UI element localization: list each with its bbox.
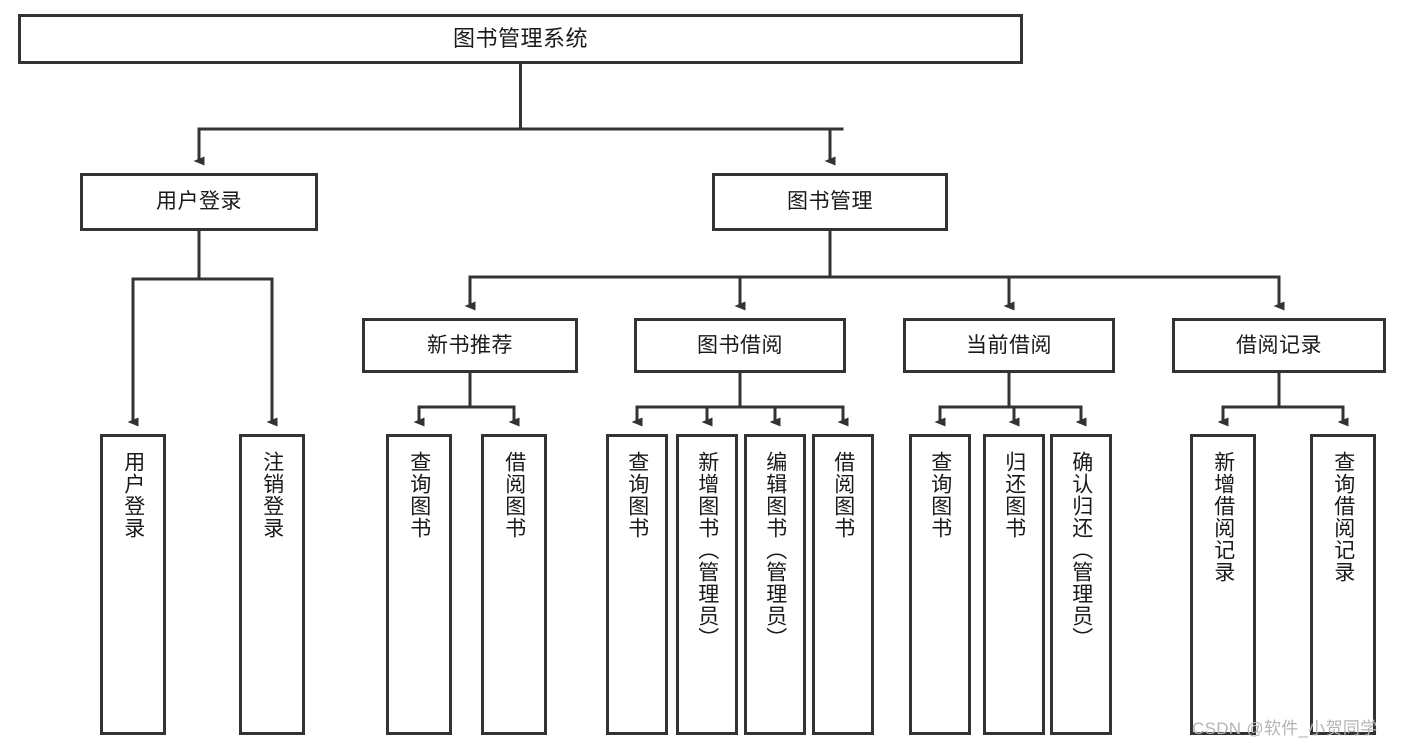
node-leaf-user-login-label: 用户登录 bbox=[121, 451, 145, 539]
node-root-label: 图书管理系统 bbox=[452, 25, 588, 51]
node-leaf-query-book-1-label: 查询图书 bbox=[407, 451, 431, 539]
node-book-borrow[interactable]: 图书借阅 bbox=[634, 318, 846, 373]
node-user-login[interactable]: 用户登录 bbox=[80, 173, 318, 231]
node-leaf-confirm-return[interactable]: 确认归还（管理员） bbox=[1050, 434, 1112, 735]
node-leaf-add-book-label: 新增图书（管理员） bbox=[695, 451, 719, 649]
node-leaf-add-record-label: 新增借阅记录 bbox=[1211, 451, 1235, 583]
node-leaf-add-record[interactable]: 新增借阅记录 bbox=[1190, 434, 1256, 735]
node-borrow-record-label: 借阅记录 bbox=[1236, 333, 1322, 357]
node-leaf-edit-book-label: 编辑图书（管理员） bbox=[763, 451, 787, 649]
node-book-borrow-label: 图书借阅 bbox=[697, 333, 783, 357]
node-leaf-return-book-label: 归还图书 bbox=[1002, 451, 1026, 539]
node-leaf-add-book[interactable]: 新增图书（管理员） bbox=[676, 434, 738, 735]
node-book-manage-label: 图书管理 bbox=[787, 190, 873, 214]
node-current-borrow[interactable]: 当前借阅 bbox=[903, 318, 1115, 373]
node-leaf-query-book-2[interactable]: 查询图书 bbox=[606, 434, 668, 735]
node-leaf-query-book-3-label: 查询图书 bbox=[928, 451, 952, 539]
csdn-watermark: CSDN @软件_小贺同学 bbox=[1192, 719, 1378, 738]
node-new-book-recommend[interactable]: 新书推荐 bbox=[362, 318, 578, 373]
node-book-manage[interactable]: 图书管理 bbox=[712, 173, 948, 231]
node-leaf-query-book-3[interactable]: 查询图书 bbox=[909, 434, 971, 735]
node-new-book-recommend-label: 新书推荐 bbox=[427, 333, 513, 357]
node-leaf-query-book-1[interactable]: 查询图书 bbox=[386, 434, 452, 735]
node-leaf-logout-label: 注销登录 bbox=[260, 451, 284, 539]
node-leaf-user-login[interactable]: 用户登录 bbox=[100, 434, 166, 735]
node-leaf-return-book[interactable]: 归还图书 bbox=[983, 434, 1045, 735]
node-current-borrow-label: 当前借阅 bbox=[966, 333, 1052, 357]
node-root[interactable]: 图书管理系统 bbox=[18, 14, 1023, 64]
node-leaf-borrow-book-2[interactable]: 借阅图书 bbox=[812, 434, 874, 735]
node-leaf-borrow-book-2-label: 借阅图书 bbox=[831, 451, 855, 539]
node-leaf-confirm-return-label: 确认归还（管理员） bbox=[1069, 451, 1093, 649]
node-leaf-query-book-2-label: 查询图书 bbox=[625, 451, 649, 539]
node-leaf-borrow-book-1[interactable]: 借阅图书 bbox=[481, 434, 547, 735]
node-leaf-query-record[interactable]: 查询借阅记录 bbox=[1310, 434, 1376, 735]
node-leaf-borrow-book-1-label: 借阅图书 bbox=[502, 451, 526, 539]
node-leaf-query-record-label: 查询借阅记录 bbox=[1331, 451, 1355, 583]
node-borrow-record[interactable]: 借阅记录 bbox=[1172, 318, 1386, 373]
node-leaf-edit-book[interactable]: 编辑图书（管理员） bbox=[744, 434, 806, 735]
node-user-login-label: 用户登录 bbox=[156, 190, 242, 214]
node-leaf-logout[interactable]: 注销登录 bbox=[239, 434, 305, 735]
